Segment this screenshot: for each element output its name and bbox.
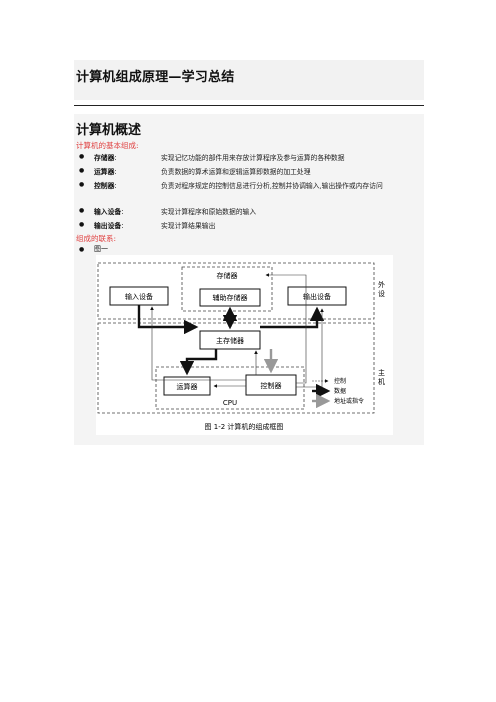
bullet-icon: ● <box>79 246 85 253</box>
bullet-icon: ● <box>79 221 85 228</box>
item-term: 运算器: <box>94 168 117 176</box>
main-memory-box <box>199 330 261 350</box>
output-device-box <box>287 286 347 306</box>
aux-storage-label: 辅助存储器 <box>213 293 248 302</box>
figure-caption: 图 1-2 计算机的组成框图 <box>205 422 284 431</box>
host-label: 主机 <box>378 368 385 386</box>
controller-box <box>245 374 297 396</box>
alu-box <box>163 376 211 396</box>
basic-composition-label: 计算机的基本组成: <box>76 141 139 150</box>
item-desc: 实现计算结果输出 <box>161 222 216 230</box>
controller-label: 控制器 <box>261 381 282 390</box>
figure-item-label: 图一 <box>94 245 108 253</box>
bullet-icon: ● <box>79 153 85 160</box>
input-device-label: 输入设备 <box>125 292 153 301</box>
storage-group-label: 存储器 <box>217 271 238 280</box>
document-title: 计算机组成原理—学习总结 <box>76 70 235 85</box>
aux-storage-box <box>199 288 261 307</box>
item-term: 输入设备: <box>94 208 124 216</box>
section-title: 计算机概述 <box>76 123 142 138</box>
storage-group-box <box>181 266 273 312</box>
bullet-icon: ● <box>79 207 85 214</box>
output-device-label: 输出设备 <box>303 292 331 301</box>
item-desc: 负责对程序规定的控制信息进行分析,控制并协调输入,输出操作或内存访问 <box>161 182 383 190</box>
computer-block-diagram: 输入设备 存储器 辅助存储器 输出设备 主存储器 运算器 控制器 CPU 外设 … <box>96 255 393 435</box>
relation-label: 组成的联系: <box>76 234 117 243</box>
item-desc: 实现记忆功能的部件用来存放计算程序及参与运算的各种数据 <box>161 154 345 162</box>
item-desc: 实现计算程序和原始数据的输入 <box>161 208 257 216</box>
title-band <box>74 60 424 100</box>
bullet-icon: ● <box>79 181 85 188</box>
cpu-label: CPU <box>223 399 237 407</box>
title-divider <box>74 105 424 106</box>
legend-data-label: 数据 <box>334 387 346 395</box>
item-term: 控制器: <box>94 182 117 190</box>
item-term: 输出设备: <box>94 222 124 230</box>
main-memory-label: 主存储器 <box>216 336 244 345</box>
item-term: 存储器: <box>94 154 117 162</box>
legend-address-label: 地址或指令 <box>334 397 364 405</box>
external-label: 外设 <box>378 280 385 298</box>
alu-label: 运算器 <box>177 382 198 391</box>
bullet-icon: ● <box>79 167 85 174</box>
item-desc: 负责数据的算术运算和逻辑运算即数据的加工处理 <box>161 168 311 176</box>
legend-control-label: 控制 <box>334 377 346 385</box>
